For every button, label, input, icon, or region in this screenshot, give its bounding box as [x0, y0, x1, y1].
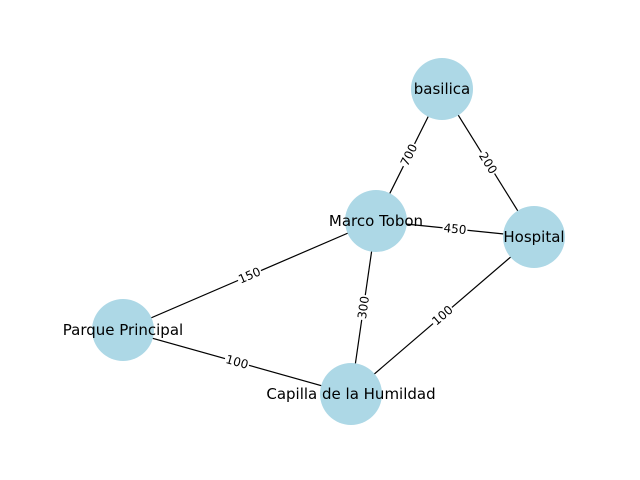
- node-label-parque: Parque Principal: [63, 321, 183, 339]
- node-label-hospital: Hospital: [503, 228, 564, 246]
- node-circle-parque: [92, 299, 154, 361]
- node-marco: Marco Tobon: [329, 190, 423, 252]
- edge-weight-marco-capilla: 300: [355, 295, 372, 320]
- node-label-marco: Marco Tobon: [329, 212, 423, 230]
- edge-weight-bg-hospital-capilla: [428, 302, 457, 329]
- node-parque: Parque Principal: [63, 299, 183, 361]
- edge-weight-bg-marco-parque: [235, 264, 264, 287]
- edge-weight-bg-marco-capilla: [354, 294, 373, 321]
- node-hospital: Hospital: [503, 206, 565, 268]
- node-circle-hospital: [503, 206, 565, 268]
- edge-weight-bg-marco-hospital: [441, 220, 469, 238]
- edge-weight-hospital-capilla: 100: [429, 303, 456, 329]
- node-circle-capilla: [320, 363, 382, 425]
- node-label-basilica: basilica: [414, 80, 470, 98]
- edge-weight-marco-hospital: 450: [443, 221, 467, 237]
- edge-weight-bg-basilica-marco: [397, 140, 421, 170]
- node-circle-marco: [345, 190, 407, 252]
- node-capilla: Capilla de la Humildad: [266, 363, 436, 425]
- edges-layer: [122, 88, 535, 395]
- node-circle-basilica: [411, 58, 473, 120]
- edge-weight-bg-basilica-hospital: [475, 148, 501, 178]
- node-basilica: basilica: [411, 58, 473, 120]
- edge-weight-bg-parque-capilla: [223, 351, 251, 373]
- node-label-capilla: Capilla de la Humildad: [266, 385, 435, 403]
- edge-weight-parque-capilla: 100: [224, 352, 250, 372]
